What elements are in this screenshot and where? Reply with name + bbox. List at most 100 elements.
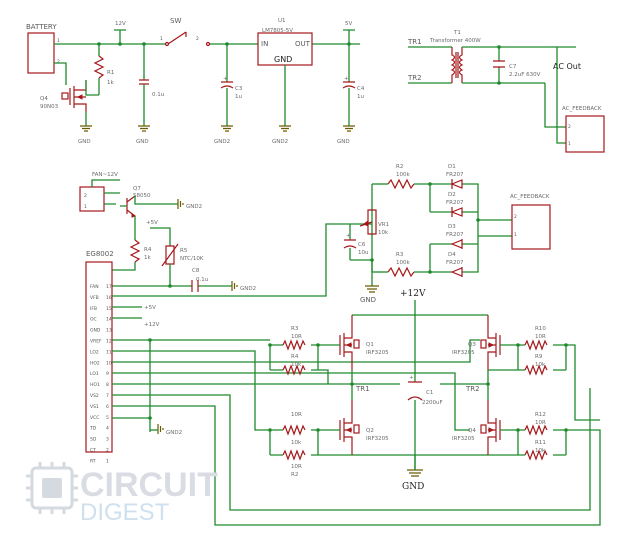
tr2-label: TR2 [407, 74, 422, 82]
mosfet-q3 [480, 315, 501, 370]
svg-text:S8050: S8050 [133, 193, 151, 199]
ic-pin-name: HO1 [90, 382, 100, 388]
svg-text:100k: 100k [396, 260, 410, 266]
svg-text:2: 2 [196, 36, 199, 42]
svg-text:R2: R2 [291, 472, 298, 478]
ic-pin-number: 9 [106, 371, 109, 377]
transformer-t1: T1 Transformer 400W [429, 30, 481, 83]
diode-d2 [450, 207, 463, 217]
svg-text:GND: GND [337, 139, 350, 145]
ac-feedback-connector-mid: AC_FEEDBACK 2 1 [510, 194, 551, 250]
ic-pin-number: 11 [106, 349, 112, 355]
svg-text:C4: C4 [357, 86, 365, 92]
svg-text:10R: 10R [535, 334, 546, 340]
circuit-digest-logo: CIRCUIT DIGEST [26, 462, 218, 526]
svg-text:+: + [409, 375, 414, 381]
ic-pin-number: 10 [106, 360, 112, 366]
svg-text:C8: C8 [192, 268, 200, 274]
svg-text:10R: 10R [535, 420, 546, 426]
svg-text:FR207: FR207 [446, 172, 464, 178]
svg-text:FR207: FR207 [446, 200, 464, 206]
svg-text:FR207: FR207 [446, 232, 464, 238]
svg-text:R3: R3 [291, 326, 299, 332]
svg-text:1: 1 [57, 38, 60, 44]
svg-text:C7: C7 [509, 64, 517, 70]
svg-text:GND2: GND2 [186, 204, 202, 210]
svg-text:GND: GND [78, 139, 91, 145]
svg-text:1: 1 [84, 204, 87, 210]
svg-text:+12V: +12V [144, 322, 160, 328]
svg-text:AC_FEEDBACK: AC_FEEDBACK [510, 194, 550, 200]
q7-transistor: Q7 S8050 [126, 186, 151, 218]
svg-text:AC_FEEDBACK: AC_FEEDBACK [562, 106, 602, 112]
svg-text:10R: 10R [291, 412, 302, 418]
svg-text:100k: 100k [396, 172, 410, 178]
switch-label: SW [170, 17, 181, 25]
ic-pin-number: 7 [106, 393, 109, 399]
fan-connector: FAN~12V 2 1 [79, 172, 118, 212]
svg-text:R11: R11 [535, 440, 546, 446]
svg-text:2: 2 [514, 214, 517, 220]
svg-text:1: 1 [568, 141, 571, 147]
diode-d3 [450, 239, 463, 249]
ic-pin-number: 16 [106, 295, 112, 301]
svg-text:IRF3205: IRF3205 [452, 350, 475, 356]
svg-text:1: 1 [514, 232, 517, 238]
ic-pin-number: 6 [106, 404, 109, 410]
svg-text:10k: 10k [535, 448, 546, 454]
svg-text:1k: 1k [144, 255, 151, 261]
ic-pin-number: 8 [106, 382, 109, 388]
ic-pin-number: 2 [106, 448, 109, 454]
ic-pin-number: 13 [106, 328, 112, 334]
svg-text:+: + [344, 76, 349, 82]
svg-text:GND: GND [402, 482, 424, 492]
power-switch: SW 1 2 [160, 17, 211, 47]
svg-text:R9: R9 [535, 354, 543, 360]
svg-text:10R: 10R [291, 334, 302, 340]
svg-text:GND2: GND2 [272, 139, 288, 145]
ic-pin-name: FAN [90, 284, 99, 290]
battery-connector: BATTERY 1 2 [26, 23, 60, 74]
ic-pin-name: GND [90, 328, 101, 334]
eg8002-ic: EG8002 [85, 250, 114, 453]
svg-text:C3: C3 [235, 86, 243, 92]
svg-text:0.1u: 0.1u [152, 92, 164, 98]
ic-pin-name: VREF [90, 339, 102, 345]
svg-text:D1: D1 [448, 164, 456, 170]
svg-text:GND: GND [360, 296, 376, 304]
svg-text:2: 2 [57, 59, 60, 65]
svg-text:R4: R4 [144, 247, 152, 253]
svg-text:1k: 1k [107, 80, 114, 86]
svg-text:LM7805-5V: LM7805-5V [262, 28, 293, 34]
ic-pin-name: HO2 [90, 360, 100, 366]
svg-text:EG8002: EG8002 [86, 250, 114, 258]
svg-text:1u: 1u [357, 94, 364, 100]
watermark-circuit: CIRCUIT [80, 466, 218, 504]
svg-text:TR1: TR1 [355, 385, 370, 393]
ic-pin-name: OC [90, 317, 97, 323]
ic-pin-name: VS1 [90, 404, 99, 410]
svg-text:Q4: Q4 [468, 428, 476, 434]
svg-text:2.2uF 630V: 2.2uF 630V [509, 72, 541, 78]
svg-text:IRF3205: IRF3205 [366, 436, 389, 442]
svg-text:IRF3205: IRF3205 [452, 436, 475, 442]
svg-text:R2: R2 [396, 164, 403, 170]
svg-text:TR2: TR2 [465, 385, 480, 393]
ic-pin-number: 3 [106, 437, 109, 443]
svg-text:R1: R1 [107, 70, 114, 76]
diode-d4 [450, 267, 463, 277]
ac-out-label: AC Out [553, 62, 581, 71]
gate-resistors-left: R3 10R R4 10k 10R 10k 10R R2 [268, 326, 352, 478]
svg-text:+: + [346, 233, 351, 239]
ic-pin-name: SD [90, 437, 97, 443]
svg-text:D2: D2 [448, 192, 456, 198]
svg-text:GND2: GND2 [240, 286, 256, 292]
svg-text:Q1: Q1 [366, 342, 374, 348]
svg-text:Transformer 400W: Transformer 400W [429, 38, 481, 44]
svg-text:90N03: 90N03 [40, 104, 59, 110]
watermark-digest: DIGEST [80, 499, 170, 526]
plus12v-label: +12V [400, 289, 426, 299]
svg-text:2200uF: 2200uF [422, 400, 443, 406]
